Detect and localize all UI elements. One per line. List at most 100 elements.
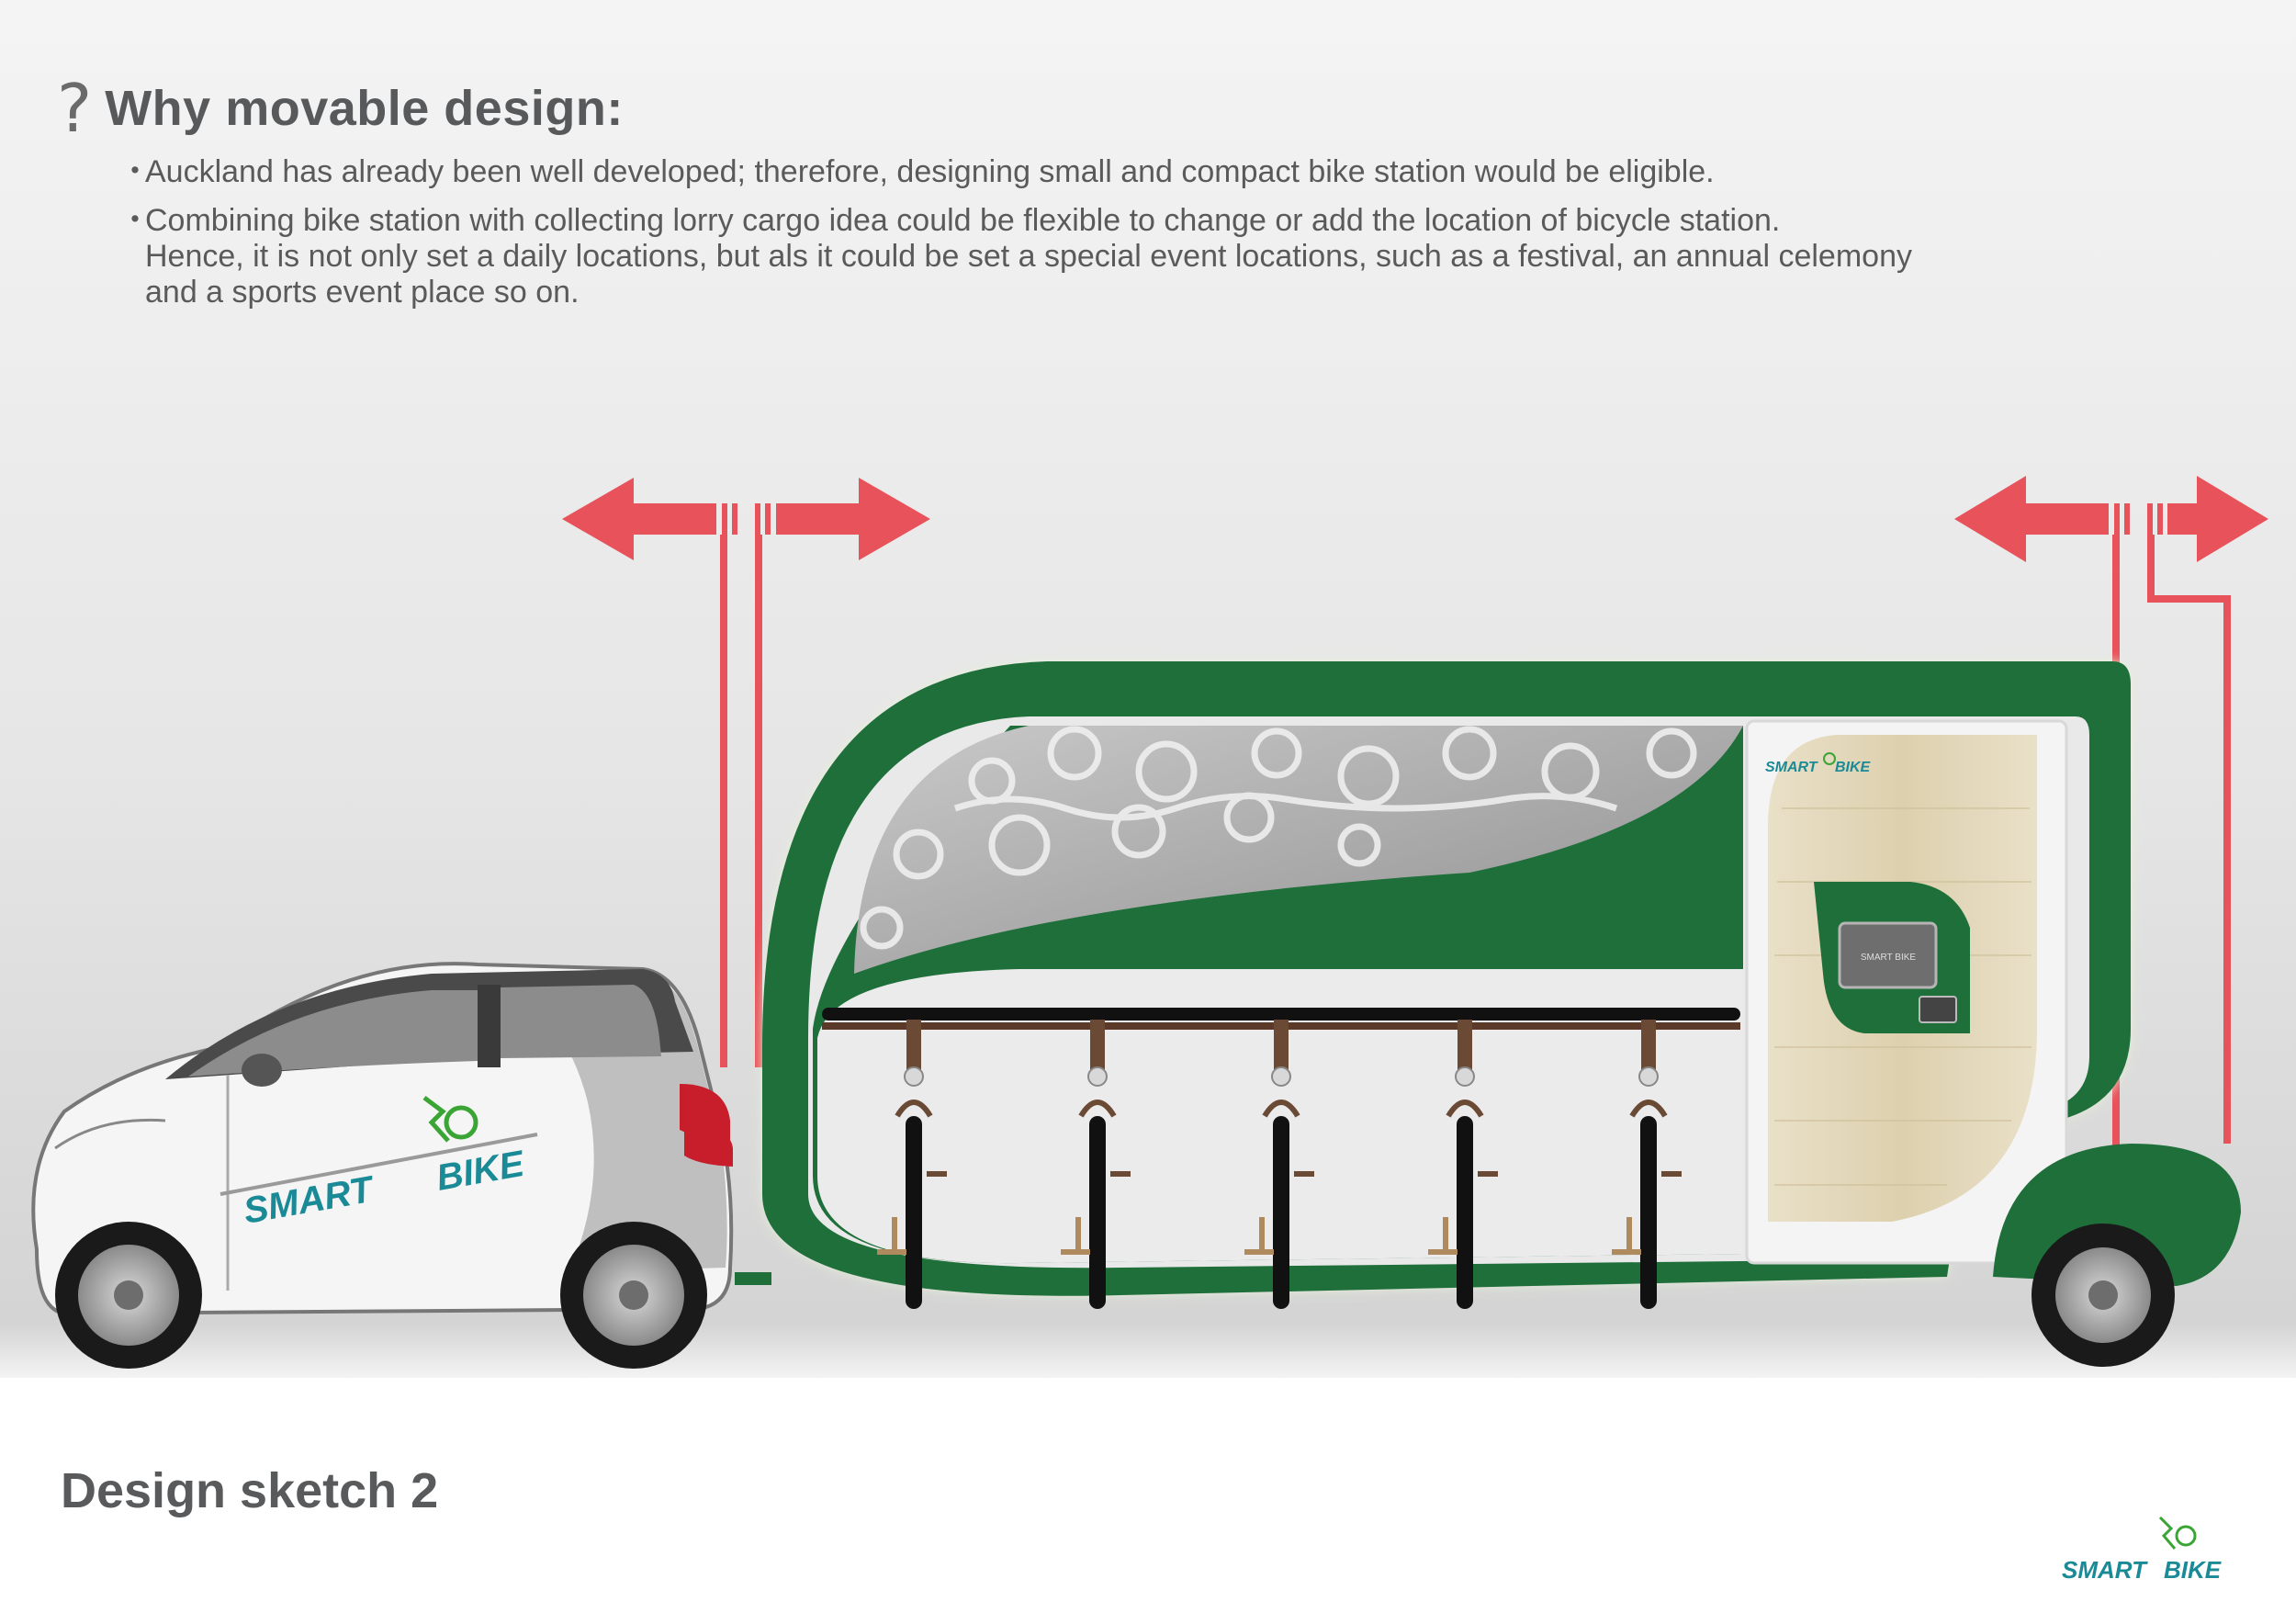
arrow-tick (722, 503, 727, 535)
car-logo-bolt-icon (422, 1096, 450, 1143)
bike-mount (906, 1020, 921, 1075)
koru-roof-panel (854, 726, 1743, 974)
smart-car: SMART BIKE (31, 962, 734, 1369)
bike-post (1075, 1217, 1081, 1254)
bike-bell (1455, 1066, 1475, 1087)
bike-post (1443, 1217, 1448, 1254)
bike-stand (1061, 1249, 1090, 1255)
bike-fork (1629, 1100, 1668, 1118)
arrow-tick (2157, 503, 2163, 535)
bike-wheel (1089, 1116, 1106, 1309)
question-mark-icon: ? (57, 70, 93, 147)
heading-title: Why movable design: (105, 81, 624, 136)
arrow-tick (2124, 503, 2130, 535)
footer-logo-rider-icon (2175, 1525, 2197, 1547)
bike-pedal (1661, 1171, 1682, 1177)
bike (1244, 1020, 1314, 1309)
bike-post (1626, 1217, 1632, 1254)
bike-wheel (1273, 1116, 1289, 1309)
arrow-tick (765, 503, 771, 535)
bullet-line: and a sports event place so on. (145, 275, 580, 310)
kiosk-screen (1838, 921, 1938, 989)
bike-stand (1612, 1249, 1641, 1255)
bullet-list: ・ Auckland has already been well develop… (119, 154, 2140, 323)
arrow-right-icon (776, 478, 930, 560)
bullet-line: Combining bike station with collecting l… (145, 203, 1781, 238)
bike-bay-interior (817, 969, 1743, 1264)
bike-mount (1458, 1020, 1472, 1075)
arrow-tick (755, 503, 760, 535)
bike-stand (877, 1249, 906, 1255)
car-rear-hub (619, 1280, 648, 1310)
arrow-stem (755, 535, 762, 1067)
car-front-hub (114, 1280, 143, 1310)
footer-logo-bolt-icon (2158, 1516, 2177, 1550)
bullet-line: Auckland has already been well developed… (145, 154, 1715, 189)
bike-pedal (1478, 1171, 1498, 1177)
kiosk-screen-label: SMART BIKE (1861, 953, 1917, 963)
bike (1428, 1020, 1498, 1309)
arrow-left-icon (1954, 476, 2109, 562)
arrow-left-icon (562, 478, 716, 560)
bike-mount (1274, 1020, 1289, 1075)
arrow-tick (2114, 503, 2120, 535)
bike-mount (1090, 1020, 1105, 1075)
footer-logo: SMART BIKE (2062, 1516, 2222, 1584)
bike-pedal (927, 1171, 947, 1177)
bike-stand (1428, 1249, 1458, 1255)
footer-logo-right: BIKE (2164, 1556, 2222, 1584)
kiosk-logo: SMART BIKE (1765, 752, 1872, 775)
kiosk-logo-left: SMART (1765, 760, 1818, 775)
kiosk-logo-right: BIKE (1835, 760, 1872, 775)
bike-fork (1078, 1100, 1117, 1118)
car-pillar (478, 985, 501, 1067)
arrow-connector (2147, 535, 2231, 1144)
car-rear-light (684, 1125, 733, 1167)
bike-post (1259, 1217, 1265, 1254)
bike-station-trailer: SMART BIKE SMART BIKE (735, 661, 2241, 1367)
bike-post (892, 1217, 897, 1254)
design-sketch-title: Design sketch 2 (61, 1463, 439, 1518)
bike-rack-bar (822, 1008, 1740, 1021)
bullet-item: ・ Auckland has already been well develop… (119, 154, 2140, 190)
koru-pattern (860, 726, 1697, 950)
car-mirror (242, 1054, 282, 1087)
bike-bell (1638, 1066, 1659, 1087)
bike (1612, 1020, 1682, 1309)
section-heading: ? Why movable design: (57, 75, 624, 141)
bike (1061, 1020, 1131, 1309)
bike-bell (1271, 1066, 1291, 1087)
car-stripe (219, 1133, 538, 1196)
logo-rider-icon (1823, 752, 1836, 765)
bike-wheel (906, 1116, 922, 1309)
bike-pedal (1294, 1171, 1314, 1177)
arrow-tick (732, 503, 737, 535)
car-logo-rider-icon (444, 1105, 478, 1140)
bike-bell (1087, 1066, 1108, 1087)
card-reader-icon (1919, 996, 1957, 1023)
bullet-marker: ・ (119, 203, 151, 238)
bike (877, 1020, 947, 1309)
car-side-panel (514, 981, 727, 1272)
arrow-right-icon (2167, 476, 2268, 562)
bike-fork (1262, 1100, 1300, 1118)
bullet-marker: ・ (119, 154, 151, 189)
arrow-tick (2147, 503, 2153, 535)
bike-wheel (1457, 1116, 1473, 1309)
bike-pedal (1110, 1171, 1131, 1177)
bike-mount (1641, 1020, 1656, 1075)
arrow-stem (720, 535, 727, 1067)
trailer-hub (2088, 1280, 2118, 1310)
background-fade (0, 1323, 2296, 1396)
bullet-item: ・ Combining bike station with collecting… (119, 203, 2140, 310)
bike-wheel (1640, 1116, 1657, 1309)
bike-bell (904, 1066, 924, 1087)
bullet-line: Hence, it is not only set a daily locati… (145, 239, 1912, 274)
footer-logo-left: SMART (2062, 1556, 2148, 1584)
car-window-side (501, 985, 661, 1058)
bike-stand (1244, 1249, 1274, 1255)
trailer-hitch (735, 1272, 771, 1285)
bike-fork (1446, 1100, 1484, 1118)
bike-fork (895, 1100, 933, 1118)
